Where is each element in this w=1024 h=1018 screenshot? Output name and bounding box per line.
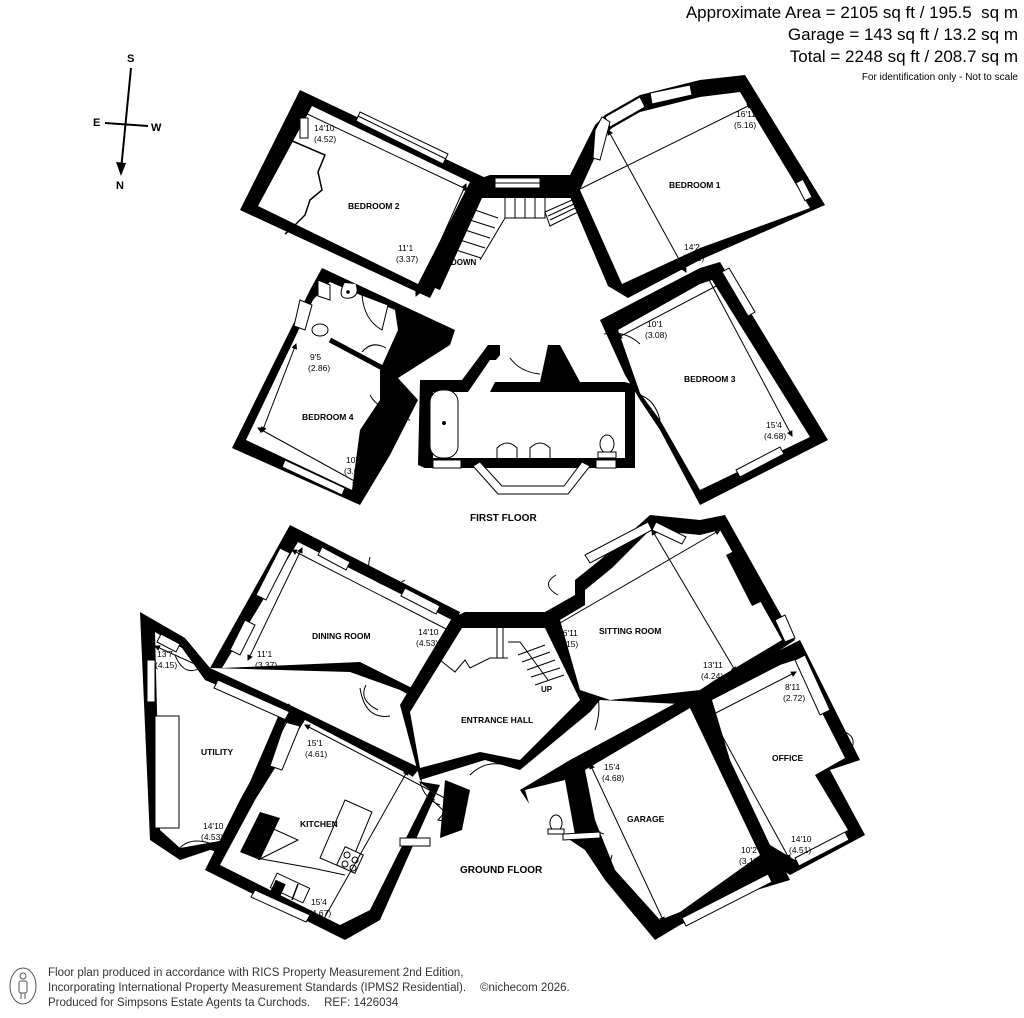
room-label: GARAGE	[627, 814, 665, 824]
approx-area-text: Approximate Area = 2105 sq ft / 195.5 sq…	[685, 3, 1018, 22]
dim-value: 10'2	[741, 845, 757, 855]
dim-value: (4.24)	[701, 671, 723, 681]
dim-value: (3.09)	[344, 466, 366, 476]
bathroom-walls	[418, 345, 635, 495]
room-label: SITTING ROOM	[599, 626, 661, 636]
dim-value: (4.61)	[305, 749, 327, 759]
floor-plan: S E W N	[93, 53, 865, 940]
dim-value: (4.52)	[314, 134, 336, 144]
room-label: ENTRANCE HALL	[461, 715, 533, 725]
stairs-label: DOWN	[451, 258, 477, 267]
ground-floor-text: DINING ROOM 14'10 (4.53) 11'1 (3.37) SIT…	[154, 529, 812, 923]
footer: Floor plan produced in accordance with R…	[8, 966, 570, 1011]
dim-value: (3.37)	[396, 254, 418, 264]
dim-value: 15'4	[311, 897, 327, 907]
floor-label: GROUND FLOOR	[460, 865, 543, 876]
dim-value: 15'1	[307, 738, 323, 748]
compass-e: E	[93, 117, 100, 129]
scale-note: For identification only - Not to scale	[861, 72, 1018, 83]
garage-area-text: Garage = 143 sq ft / 13.2 sq m	[787, 25, 1018, 44]
first-floor-text: BEDROOM 2 14'10 (4.52) 11'1 (3.37) BEDRO…	[257, 103, 793, 524]
dim-value: (4.53)	[416, 638, 438, 648]
compass-icon: S E W N	[93, 53, 162, 192]
dim-value: (4.51)	[789, 845, 811, 855]
reference: REF: 1426034	[324, 997, 399, 1009]
room-label: UTILITY	[201, 747, 233, 757]
dim-value: 8'11	[785, 682, 800, 692]
dim-value: (4.68)	[764, 431, 786, 441]
dim-value: 15'4	[604, 762, 620, 772]
footer-line-3: Produced for Simpsons Estate Agents ta C…	[48, 997, 311, 1009]
dim-value: (4.32)	[682, 253, 704, 263]
dim-value: (4.15)	[155, 660, 177, 670]
room-label: BEDROOM 2	[348, 201, 400, 211]
dim-value: (4.53)	[201, 832, 223, 842]
footer-line-2: Incorporating International Property Mea…	[48, 982, 467, 994]
area-summary: Approximate Area = 2105 sq ft / 195.5 sq…	[686, 2, 1018, 83]
floor-label: FIRST FLOOR	[470, 513, 537, 524]
dim-value: 11'1	[398, 243, 413, 253]
room-label: DINING ROOM	[312, 631, 371, 641]
dim-value: 9'5	[310, 352, 321, 362]
dim-value: 11'1	[257, 649, 272, 659]
dim-value: 14'10	[203, 821, 224, 831]
dim-value: 13'11	[703, 660, 723, 670]
compass-n: N	[116, 180, 124, 192]
dim-value: (3.37)	[255, 660, 277, 670]
dim-value: (5.15)	[556, 639, 578, 649]
dim-value: 14'10	[418, 627, 439, 637]
compass-w: W	[151, 122, 162, 134]
total-area-text: Total = 2248 sq ft / 208.7 sq m	[789, 47, 1018, 66]
stairs-label: UP	[541, 685, 553, 694]
dim-value: (2.86)	[308, 363, 330, 373]
dim-value: (3.11)	[739, 856, 761, 866]
dim-value: (5.16)	[734, 120, 756, 130]
dim-value: 10'2	[346, 455, 362, 465]
copyright: ©nichecom 2026.	[480, 982, 570, 994]
room-label: OFFICE	[772, 753, 803, 763]
ground-floor-plan	[140, 515, 865, 940]
room-label: BEDROOM 1	[669, 180, 721, 190]
person-icon	[9, 967, 37, 1005]
footer-text: Floor plan produced in accordance with R…	[48, 966, 570, 1011]
dim-value: (4.68)	[602, 773, 624, 783]
room-label: KITCHEN	[300, 819, 338, 829]
dim-value: 14'10	[791, 834, 812, 844]
dim-value: (2.72)	[783, 693, 805, 703]
footer-line-1: Floor plan produced in accordance with R…	[48, 967, 464, 979]
dim-value: 14'10	[314, 123, 335, 133]
dim-value: (4.67)	[309, 908, 331, 918]
room-label: BEDROOM 3	[684, 374, 736, 384]
dim-value: (3.08)	[645, 330, 667, 340]
compass-s: S	[127, 53, 134, 65]
dim-value: 16'11	[558, 628, 578, 638]
room-label: BEDROOM 4	[302, 412, 354, 422]
dim-value: 15'4	[766, 420, 782, 430]
dim-value: 14'2	[684, 242, 700, 252]
